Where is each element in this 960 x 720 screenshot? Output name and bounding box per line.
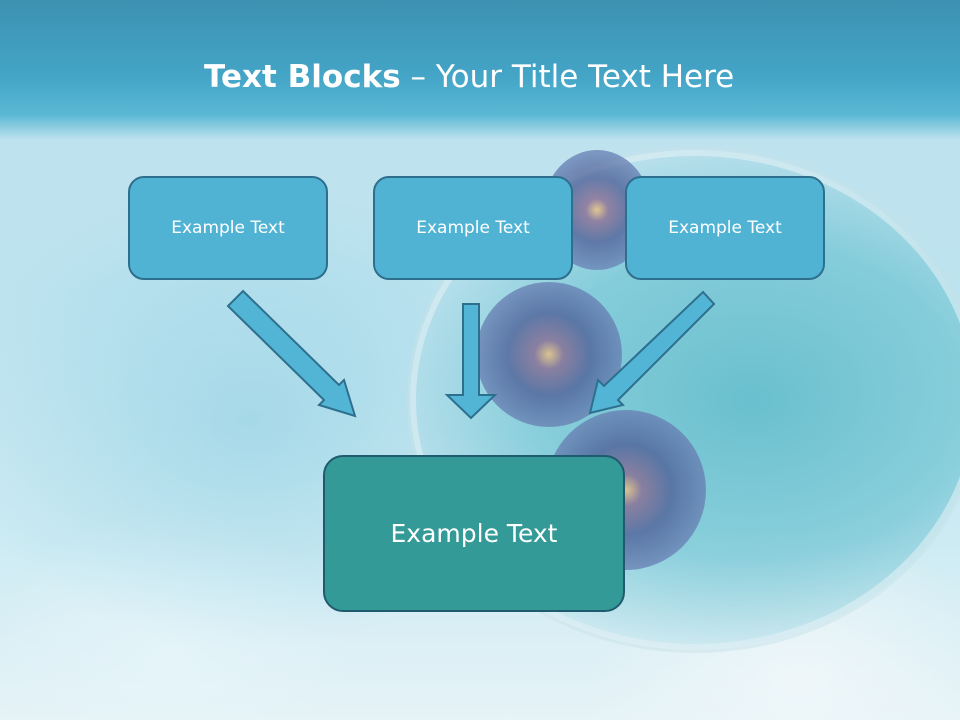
arrow-left-diagonal bbox=[226, 289, 357, 418]
title-regular-part: – Your Title Text Here bbox=[400, 59, 735, 95]
arrow-right-diagonal bbox=[588, 290, 716, 415]
text-block-bottom[interactable]: Example Text bbox=[323, 455, 625, 612]
text-block-top-left[interactable]: Example Text bbox=[128, 176, 328, 280]
text-block-top-right[interactable]: Example Text bbox=[625, 176, 825, 280]
title-bold-part: Text Blocks bbox=[204, 59, 401, 95]
title-band bbox=[0, 0, 960, 140]
slide-title: Text Blocks – Your Title Text Here bbox=[204, 52, 734, 102]
text-block-top-center[interactable]: Example Text bbox=[373, 176, 573, 280]
arrow-down-center bbox=[444, 303, 498, 420]
